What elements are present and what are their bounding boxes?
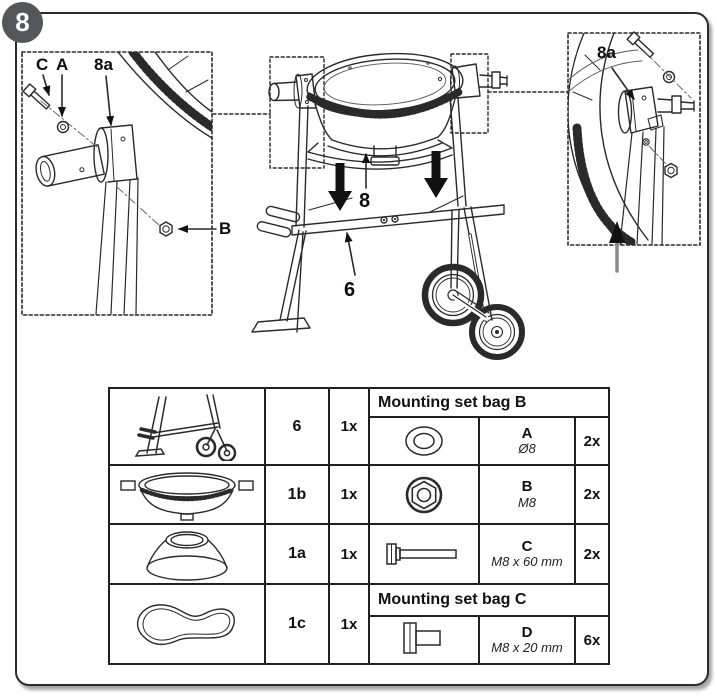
fastener-qty: 2x <box>574 523 610 585</box>
label-c: C <box>36 55 49 74</box>
fastener-label: A Ø8 <box>478 416 576 466</box>
table-row: 1c 1x Mounting set bag C <box>108 583 610 665</box>
left-inset <box>21 51 217 316</box>
fastener-label: B M8 <box>478 464 576 525</box>
part-id: 1c <box>264 583 330 665</box>
assembly-axis-line <box>116 186 161 227</box>
assembly-axis-line <box>40 100 98 148</box>
fastener-letter: D <box>521 623 533 641</box>
label-8a-left: 8a <box>94 55 113 74</box>
mixer-main-view <box>212 52 568 360</box>
bolt-long-icon <box>368 523 480 585</box>
detail-box-left <box>269 56 325 169</box>
fastener-size: M8 <box>517 494 537 510</box>
nut-icon <box>159 221 173 237</box>
washer-icon <box>368 416 480 466</box>
fastener-size: Ø8 <box>518 441 536 457</box>
parts-table: 6 1x Mounting set bag B A Ø8 2x 1b 1x <box>108 387 610 665</box>
bearing-bracket-icon <box>93 124 139 315</box>
label-8a-arrow <box>105 75 115 126</box>
bearing-bracket-icon <box>617 86 695 245</box>
gear-ring-icon <box>568 33 649 245</box>
part-qty: 1x <box>328 464 370 525</box>
label-b: B <box>219 219 232 238</box>
label-c-arrow <box>42 74 51 96</box>
part-qty: 1x <box>328 583 370 665</box>
label-6-main: 6 <box>344 279 356 301</box>
fastener-label: D M8 x 20 mm <box>478 615 576 665</box>
bag-c-header: Mounting set bag C <box>368 583 610 617</box>
assembly-axis-line <box>648 145 667 165</box>
right-inset <box>567 31 701 273</box>
down-arrow-icon <box>328 151 448 211</box>
label-8-main: 8 <box>359 190 371 212</box>
fastener-qty: 2x <box>574 464 610 525</box>
washer-icon <box>662 70 676 84</box>
bag-b-header: Mounting set bag B <box>368 387 610 418</box>
bolt-short-icon <box>368 615 480 665</box>
assembly-axis-line <box>642 49 692 99</box>
fastener-qty: 2x <box>574 416 610 466</box>
wheels-icon <box>421 263 525 360</box>
part-id: 6 <box>264 387 330 466</box>
belt-thumbnail <box>108 583 266 665</box>
part-id: 1a <box>264 523 330 585</box>
label-8a-arrow <box>611 67 635 100</box>
table-row: 6 1x Mounting set bag B <box>108 387 610 466</box>
drum-shaft-icon <box>35 144 105 187</box>
table-row: D M8 x 20 mm 6x <box>109 615 610 665</box>
label-a: A <box>56 55 69 74</box>
fastener-qty: 6x <box>574 615 610 665</box>
mixer-drum-icon <box>268 52 508 170</box>
drum-thumbnail <box>108 464 266 525</box>
label-8a-right: 8a <box>597 43 616 62</box>
up-arrow-icon <box>609 221 625 243</box>
label-6-arrow <box>344 232 356 276</box>
table-row: 1b 1x B M8 2x <box>108 464 610 525</box>
part-id: 1b <box>264 464 330 525</box>
nut-icon <box>642 138 678 179</box>
fastener-label: C M8 x 60 mm <box>478 523 576 585</box>
fastener-letter: A <box>521 424 533 442</box>
table-row: A Ø8 2x <box>109 416 610 466</box>
fastener-letter: B <box>521 478 533 496</box>
part-qty: 1x <box>328 523 370 585</box>
fastener-size: M8 x 20 mm <box>491 640 563 656</box>
step-number-badge: 8 <box>2 2 43 43</box>
bolt-icon <box>626 31 655 58</box>
ring-thumbnail <box>108 523 266 585</box>
washer-icon <box>56 120 70 134</box>
table-row: 1a 1x C M8 x 60 mm 2x <box>108 523 610 585</box>
bolt-icon <box>22 83 51 110</box>
fastener-letter: C <box>521 537 533 555</box>
fastener-size: M8 x 60 mm <box>491 554 563 570</box>
frame-thumbnail <box>108 387 266 466</box>
gear-ring-icon <box>117 52 212 139</box>
part-qty: 1x <box>328 387 370 466</box>
nut-icon <box>368 464 480 525</box>
frame-stand-icon <box>251 96 525 360</box>
